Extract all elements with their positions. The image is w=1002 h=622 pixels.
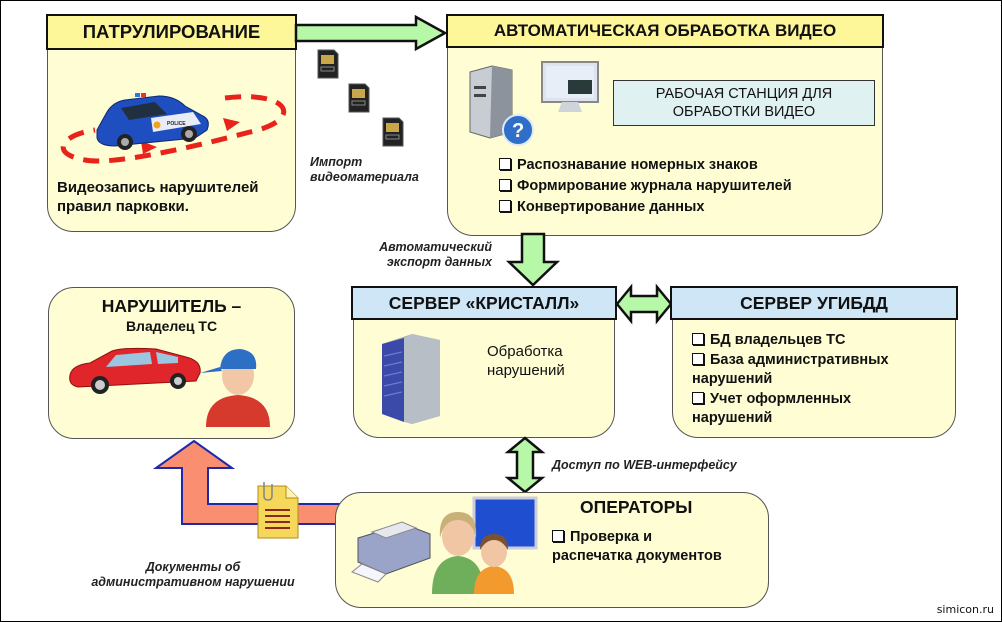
- server-ugibdd-item: Учет оформленных нарушений: [692, 390, 889, 429]
- import-label-line: видеоматериала: [310, 170, 419, 184]
- paperclip-icon: [263, 482, 273, 501]
- operators-people-icon: [432, 496, 538, 594]
- printer-icon: [351, 521, 431, 583]
- patrol-title: ПАТРУЛИРОВАНИЕ: [82, 21, 261, 42]
- memory-card-icon: [317, 49, 339, 79]
- patrol-header: ПАТРУЛИРОВАНИЕ: [46, 14, 297, 50]
- red-car-icon: [69, 347, 201, 394]
- export-label-line: экспорт данных: [386, 255, 492, 269]
- driver-person-icon: [200, 349, 270, 427]
- svg-text:?: ?: [512, 120, 524, 142]
- server-kristall-description: Обработка нарушений: [487, 342, 565, 380]
- document-icon: [257, 482, 299, 539]
- server-kristall-header: СЕРВЕР «КРИСТАЛЛ»: [351, 286, 617, 320]
- video-processing-item-text: Формирование журнала нарушителей: [517, 178, 792, 194]
- server-kristall-desc-line: нарушений: [487, 362, 565, 379]
- server-ugibdd-box: [672, 300, 956, 438]
- arrow-kristall-ugibdd: [615, 283, 673, 325]
- checkbox-icon: [692, 352, 704, 365]
- patrol-box: [47, 22, 296, 232]
- memory-card-icon: [382, 117, 404, 147]
- operators-title: ОПЕРАТОРЫ: [580, 497, 693, 517]
- export-label-line: Автоматический: [379, 240, 492, 254]
- video-processing-item-text: Конвертирование данных: [517, 199, 705, 215]
- export-label: Автоматический экспорт данных: [358, 240, 492, 270]
- operators-item-text: Проверка и: [570, 529, 653, 545]
- server-kristall-title: СЕРВЕР «КРИСТАЛЛ»: [388, 292, 580, 313]
- server-ugibdd-item-text: нарушений: [692, 371, 773, 387]
- import-label-line: Импорт: [310, 155, 363, 169]
- server-ugibdd-item-text: БД владельцев ТС: [710, 332, 846, 348]
- server-kristall-desc-line: Обработка: [487, 343, 563, 360]
- server-ugibdd-list: БД владельцев ТС База административных на…: [692, 331, 889, 429]
- documents-label-line: административном нарушении: [91, 575, 295, 589]
- import-label: Импорт видеоматериала: [310, 155, 419, 185]
- server-ugibdd-item: БД владельцев ТС: [692, 331, 889, 351]
- memory-card-icon: [348, 83, 370, 113]
- server-ugibdd-item-text: нарушений: [692, 410, 773, 426]
- violator-subtitle: Владелец ТС: [125, 318, 218, 334]
- video-processing-item: Формирование журнала нарушителей: [499, 176, 792, 197]
- checkbox-icon: [499, 179, 511, 191]
- route-arrowhead-icon: [223, 118, 240, 131]
- web-access-label: Доступ по WEB-интерфейсу: [552, 458, 737, 472]
- operators-item-text: распечатка документов: [552, 548, 722, 564]
- documents-label-line: Документы об: [145, 560, 241, 574]
- arrow-operators-to-violator: [152, 439, 341, 525]
- video-processing-list: Распознавание номерных знаков Формирован…: [499, 155, 792, 218]
- documents-label: Документы об административном нарушении: [68, 560, 318, 590]
- watermark: simicon.ru: [936, 603, 994, 616]
- checkbox-icon: [692, 391, 704, 404]
- server-ugibdd-item: База административных нарушений: [692, 351, 889, 390]
- patrol-description: Видеозапись нарушителей правил парковки.: [57, 178, 259, 216]
- workstation-label: РАБОЧАЯ СТАНЦИЯ ДЛЯ ОБРАБОТКИ ВИДЕО: [613, 80, 875, 126]
- video-processing-item: Распознавание номерных знаков: [499, 155, 792, 176]
- server-ugibdd-item-text: Учет оформленных: [710, 390, 852, 407]
- workstation-icon: ?: [469, 61, 599, 146]
- video-processing-title: АВТОМАТИЧЕСКАЯ ОБРАБОТКА ВИДЕО: [493, 21, 837, 40]
- police-text: POLICE: [167, 121, 186, 127]
- video-processing-item: Конвертирование данных: [499, 197, 792, 218]
- video-processing-header: АВТОМАТИЧЕСКАЯ ОБРАБОТКА ВИДЕО: [446, 14, 884, 48]
- police-car-icon: POLICE: [96, 93, 209, 150]
- video-processing-item-text: Распознавание номерных знаков: [517, 157, 758, 173]
- checkbox-icon: [552, 530, 564, 542]
- server-tower-icon: [382, 334, 440, 424]
- dashed-route-icon: [60, 94, 287, 164]
- server-ugibdd-title: СЕРВЕР УГИБДД: [740, 292, 888, 313]
- violator-title: НАРУШИТЕЛЬ –: [101, 296, 242, 316]
- checkbox-icon: [692, 333, 704, 345]
- arrow-video-to-kristall: [505, 232, 561, 287]
- arrow-patrol-to-video: [294, 14, 448, 52]
- help-badge-icon: [502, 114, 534, 146]
- patrol-desc-line: правил парковки.: [57, 198, 189, 215]
- server-ugibdd-item-text: База административных: [710, 351, 889, 368]
- server-ugibdd-header: СЕРВЕР УГИБДД: [670, 286, 958, 320]
- police-car-illustration: POLICE: [60, 93, 287, 164]
- operators-item: Проверка и распечатка документов: [552, 528, 722, 566]
- patrol-desc-line: Видеозапись нарушителей: [57, 179, 259, 196]
- checkbox-icon: [499, 158, 511, 170]
- checkbox-icon: [499, 200, 511, 212]
- workstation-label-line: РАБОЧАЯ СТАНЦИЯ ДЛЯ: [655, 86, 833, 102]
- arrow-kristall-operators: [504, 436, 546, 494]
- route-arrowhead-icon: [141, 141, 157, 154]
- workstation-label-line: ОБРАБОТКИ ВИДЕО: [672, 104, 816, 120]
